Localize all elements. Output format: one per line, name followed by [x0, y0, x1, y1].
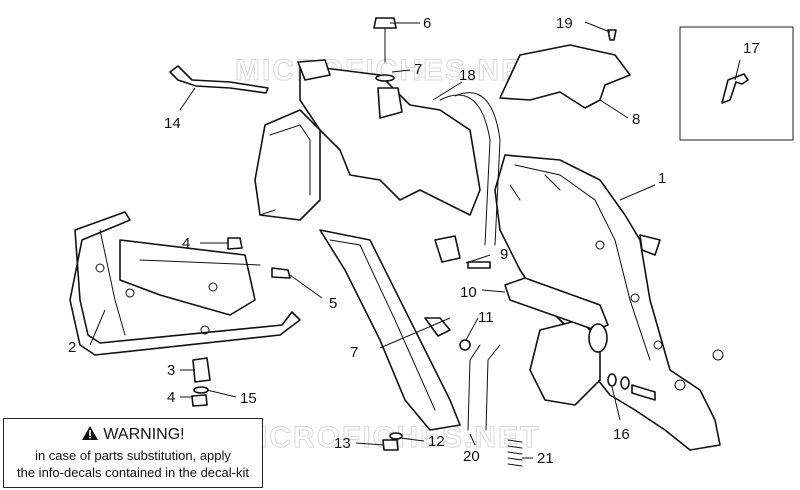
callout-7-top: 7: [414, 61, 422, 78]
callout-7-bottom: 7: [350, 344, 358, 361]
callout-4-top: 4: [182, 235, 190, 252]
callout-3: 3: [167, 362, 175, 379]
part-19-screw: [607, 29, 617, 41]
watermark-top: MICROFICHES.NET: [235, 54, 543, 87]
callout-10: 10: [460, 284, 477, 301]
leader-lines: [89, 21, 741, 459]
part-18-hose-outer: [454, 92, 501, 246]
part-16-hardware: [607, 373, 656, 401]
part-6-cap: [373, 17, 397, 63]
part-8-cover: [499, 44, 631, 109]
callout-11: 11: [478, 309, 494, 326]
callout-18: 18: [459, 67, 476, 84]
callout-15: 15: [240, 390, 257, 407]
part-13-screw: [382, 439, 399, 451]
callout-12: 12: [428, 433, 445, 450]
part-12-washer: [389, 432, 403, 440]
part-tank-bracket: [254, 59, 481, 221]
callout-16: 16: [613, 426, 630, 443]
callout-6: 6: [423, 15, 431, 32]
callout-2: 2: [68, 339, 76, 356]
warning-line-1: in case of parts substitution, apply: [35, 448, 231, 463]
callout-9: 9: [500, 246, 508, 263]
warning-line-2: the info-decals contained in the decal-k…: [17, 465, 249, 480]
warning-box: WARNING! in case of parts substitution, …: [3, 418, 263, 488]
part-side-rail: [319, 229, 461, 431]
warning-title: WARNING!: [103, 426, 185, 443]
part-17-clip: [721, 73, 749, 104]
part-3-rubber: [192, 357, 211, 383]
part-21-spring: [507, 439, 523, 467]
callout-20: 20: [463, 448, 480, 465]
part-7-washer-top: [375, 74, 395, 82]
callout-5: 5: [329, 295, 337, 312]
part-9-damper: [434, 235, 491, 269]
callout-17: 17: [743, 40, 760, 57]
part-5-bolt: [271, 267, 291, 279]
callout-21: 21: [537, 450, 554, 467]
part-18-hose: [439, 94, 491, 246]
callout-8: 8: [632, 111, 640, 128]
warning-triangle-icon: [81, 425, 99, 447]
part-11-bolt: [424, 317, 471, 351]
inset-box: [679, 26, 794, 141]
part-20-hose: [467, 344, 501, 431]
callout-4-bottom: 4: [167, 389, 175, 406]
part-4-nut-bottom: [191, 394, 208, 407]
part-1-frame: [494, 154, 724, 451]
warning-title-row: WARNING!: [4, 425, 262, 447]
callout-13: 13: [334, 435, 351, 452]
callout-14: 14: [164, 115, 181, 132]
part-4-nut-top: [227, 237, 243, 250]
part-2-cradle: [69, 211, 301, 356]
part-15-washer: [193, 386, 209, 394]
callout-1: 1: [658, 170, 666, 187]
part-14-bracket: [169, 65, 269, 94]
callout-19: 19: [556, 15, 573, 32]
part-10-tube: [504, 277, 609, 353]
